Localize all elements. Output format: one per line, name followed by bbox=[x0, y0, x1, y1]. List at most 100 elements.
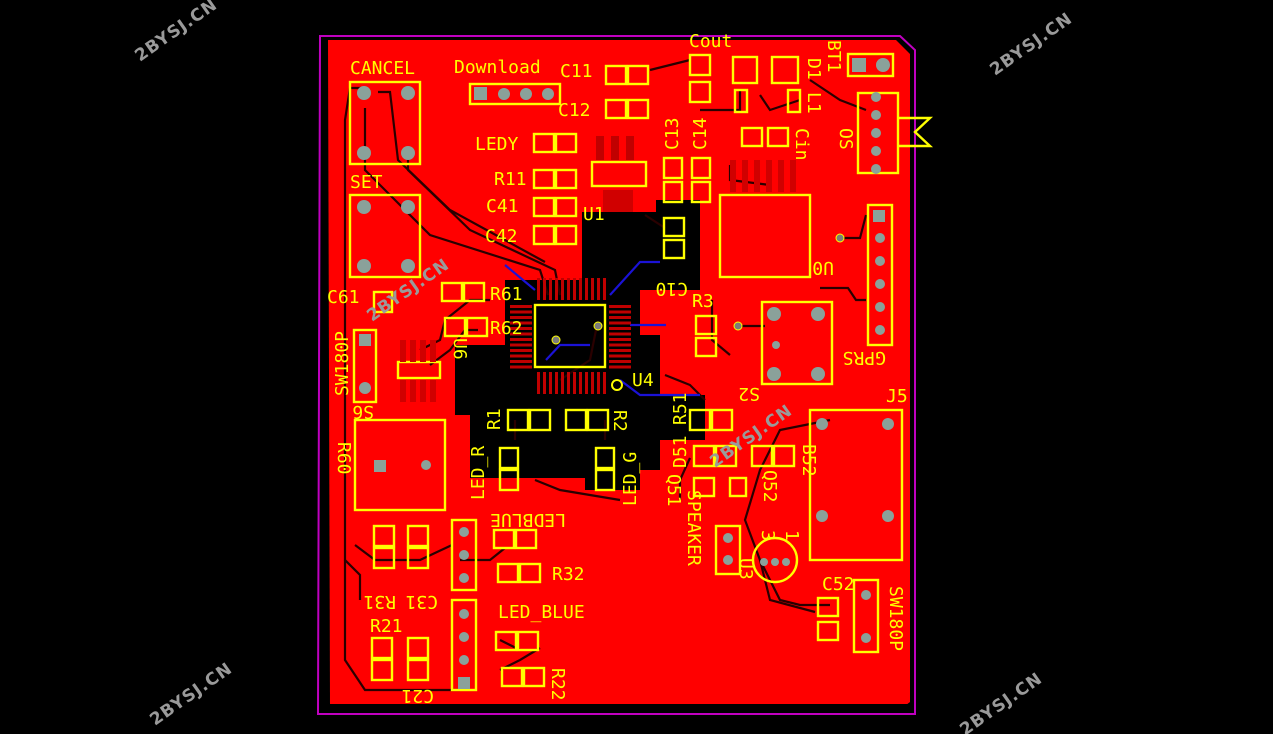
label-ledblue: LEDBLUE bbox=[490, 509, 566, 530]
cancel-switch bbox=[348, 80, 422, 166]
set-switch bbox=[348, 193, 422, 279]
s2-switch bbox=[760, 300, 834, 386]
label-c13: C13 bbox=[662, 117, 683, 150]
u1-regulator bbox=[590, 160, 648, 188]
top-layer-traces bbox=[343, 58, 868, 692]
qfp-pad bbox=[510, 327, 532, 330]
label-u0: U0 bbox=[812, 257, 834, 278]
qfp-pad bbox=[510, 332, 532, 336]
label-q51: Q51 bbox=[663, 474, 684, 507]
label-r62: R62 bbox=[490, 318, 523, 339]
qfp-pad bbox=[510, 338, 532, 341]
mcu-u4-pads bbox=[510, 278, 631, 394]
label-os: OS bbox=[835, 128, 856, 150]
qfp-pad bbox=[510, 305, 532, 308]
qfp-pad bbox=[573, 372, 576, 394]
through-hole-pads bbox=[357, 58, 894, 689]
u6-chip bbox=[396, 360, 442, 380]
label-c31: C31 bbox=[405, 591, 438, 612]
label-r21: R21 bbox=[370, 616, 403, 637]
label-c41: C41 bbox=[486, 196, 519, 217]
board-edge bbox=[330, 704, 910, 709]
label-pin3: 3 bbox=[757, 530, 778, 541]
label-sw180p-left: SW180P bbox=[332, 331, 353, 396]
r60-block bbox=[353, 418, 447, 512]
qfp-pad bbox=[609, 305, 631, 308]
u3-header bbox=[450, 518, 478, 592]
label-r22: R22 bbox=[547, 668, 568, 701]
qfp-pad bbox=[597, 278, 600, 300]
qfp-pad bbox=[603, 278, 606, 300]
label-cancel: CANCEL bbox=[350, 58, 415, 79]
u0-module bbox=[718, 193, 812, 279]
silkscreen-outlines bbox=[348, 52, 934, 692]
mcu-u4-outline bbox=[533, 303, 607, 369]
qfp-pad bbox=[591, 372, 594, 394]
j5-connector bbox=[808, 408, 904, 562]
label-pin1: 1 bbox=[781, 530, 802, 541]
label-c12: C12 bbox=[558, 100, 591, 121]
qfp-pad bbox=[597, 372, 600, 394]
qfp-pad bbox=[561, 372, 564, 394]
qfp-pad bbox=[609, 360, 631, 363]
label-r61: R61 bbox=[490, 284, 523, 305]
qfp-pad bbox=[609, 332, 631, 336]
mcu-u4-pin1-marker bbox=[611, 379, 623, 391]
via bbox=[593, 321, 603, 331]
label-u1: U1 bbox=[583, 204, 605, 225]
qfp-pad bbox=[510, 354, 532, 358]
label-c11: C11 bbox=[560, 61, 593, 82]
label-set: SET bbox=[350, 172, 383, 193]
label-led-blue: LED_BLUE bbox=[498, 602, 585, 623]
qfp-pad bbox=[603, 372, 606, 394]
label-c52: C52 bbox=[822, 574, 855, 595]
label-c42: C42 bbox=[485, 226, 518, 247]
label-r11: R11 bbox=[494, 169, 527, 190]
qfp-pad bbox=[609, 316, 631, 319]
qfp-pad bbox=[585, 278, 588, 300]
label-l1: L1 bbox=[803, 92, 824, 114]
label-gprs: GPRS bbox=[843, 347, 886, 368]
qfp-pad bbox=[561, 278, 564, 300]
buzzer bbox=[751, 536, 799, 584]
label-sw180p-right: SW180P bbox=[885, 586, 906, 651]
qfp-pad bbox=[549, 372, 552, 394]
label-bt1: BT1 bbox=[823, 40, 844, 73]
label-j5: J5 bbox=[886, 386, 908, 407]
qfp-pad bbox=[543, 278, 546, 300]
bottom-layer-traces bbox=[504, 260, 700, 397]
label-u4: U4 bbox=[632, 370, 654, 391]
qfp-pad bbox=[591, 278, 594, 300]
label-s2: S2 bbox=[738, 383, 760, 404]
u2-header bbox=[450, 598, 478, 692]
label-r32: R32 bbox=[552, 564, 585, 585]
label-s6: S6 bbox=[352, 401, 374, 422]
label-b52: B52 bbox=[798, 444, 819, 477]
download-header bbox=[468, 82, 562, 106]
qfp-pad bbox=[567, 278, 570, 300]
sw180p-left bbox=[352, 328, 378, 404]
label-cout: Cout bbox=[689, 31, 732, 52]
label-download: Download bbox=[454, 57, 541, 78]
label-c21: C21 bbox=[401, 685, 434, 706]
qfp-pad bbox=[510, 365, 532, 369]
qfp-pad bbox=[579, 372, 582, 394]
label-d51: D51 bbox=[670, 435, 691, 468]
qfp-pad bbox=[609, 343, 631, 347]
qfp-pad bbox=[537, 372, 540, 394]
qfp-pad bbox=[609, 354, 631, 358]
qfp-pad bbox=[549, 278, 552, 300]
via bbox=[551, 335, 561, 345]
qfp-pad bbox=[585, 372, 588, 394]
qfp-pad bbox=[510, 310, 532, 314]
qfp-pad bbox=[609, 321, 631, 325]
qfp-pad bbox=[567, 372, 570, 394]
label-cin: Cin bbox=[791, 128, 812, 161]
qfp-pad bbox=[555, 278, 558, 300]
label-c14: C14 bbox=[690, 117, 711, 150]
label-led-g: LED_G bbox=[620, 452, 641, 506]
label-c61: C61 bbox=[327, 287, 360, 308]
label-r1: R1 bbox=[484, 408, 505, 430]
silkscreen-labels: CANCEL Download C11 Cout D1 BT1 C12 L1 L… bbox=[327, 31, 908, 706]
